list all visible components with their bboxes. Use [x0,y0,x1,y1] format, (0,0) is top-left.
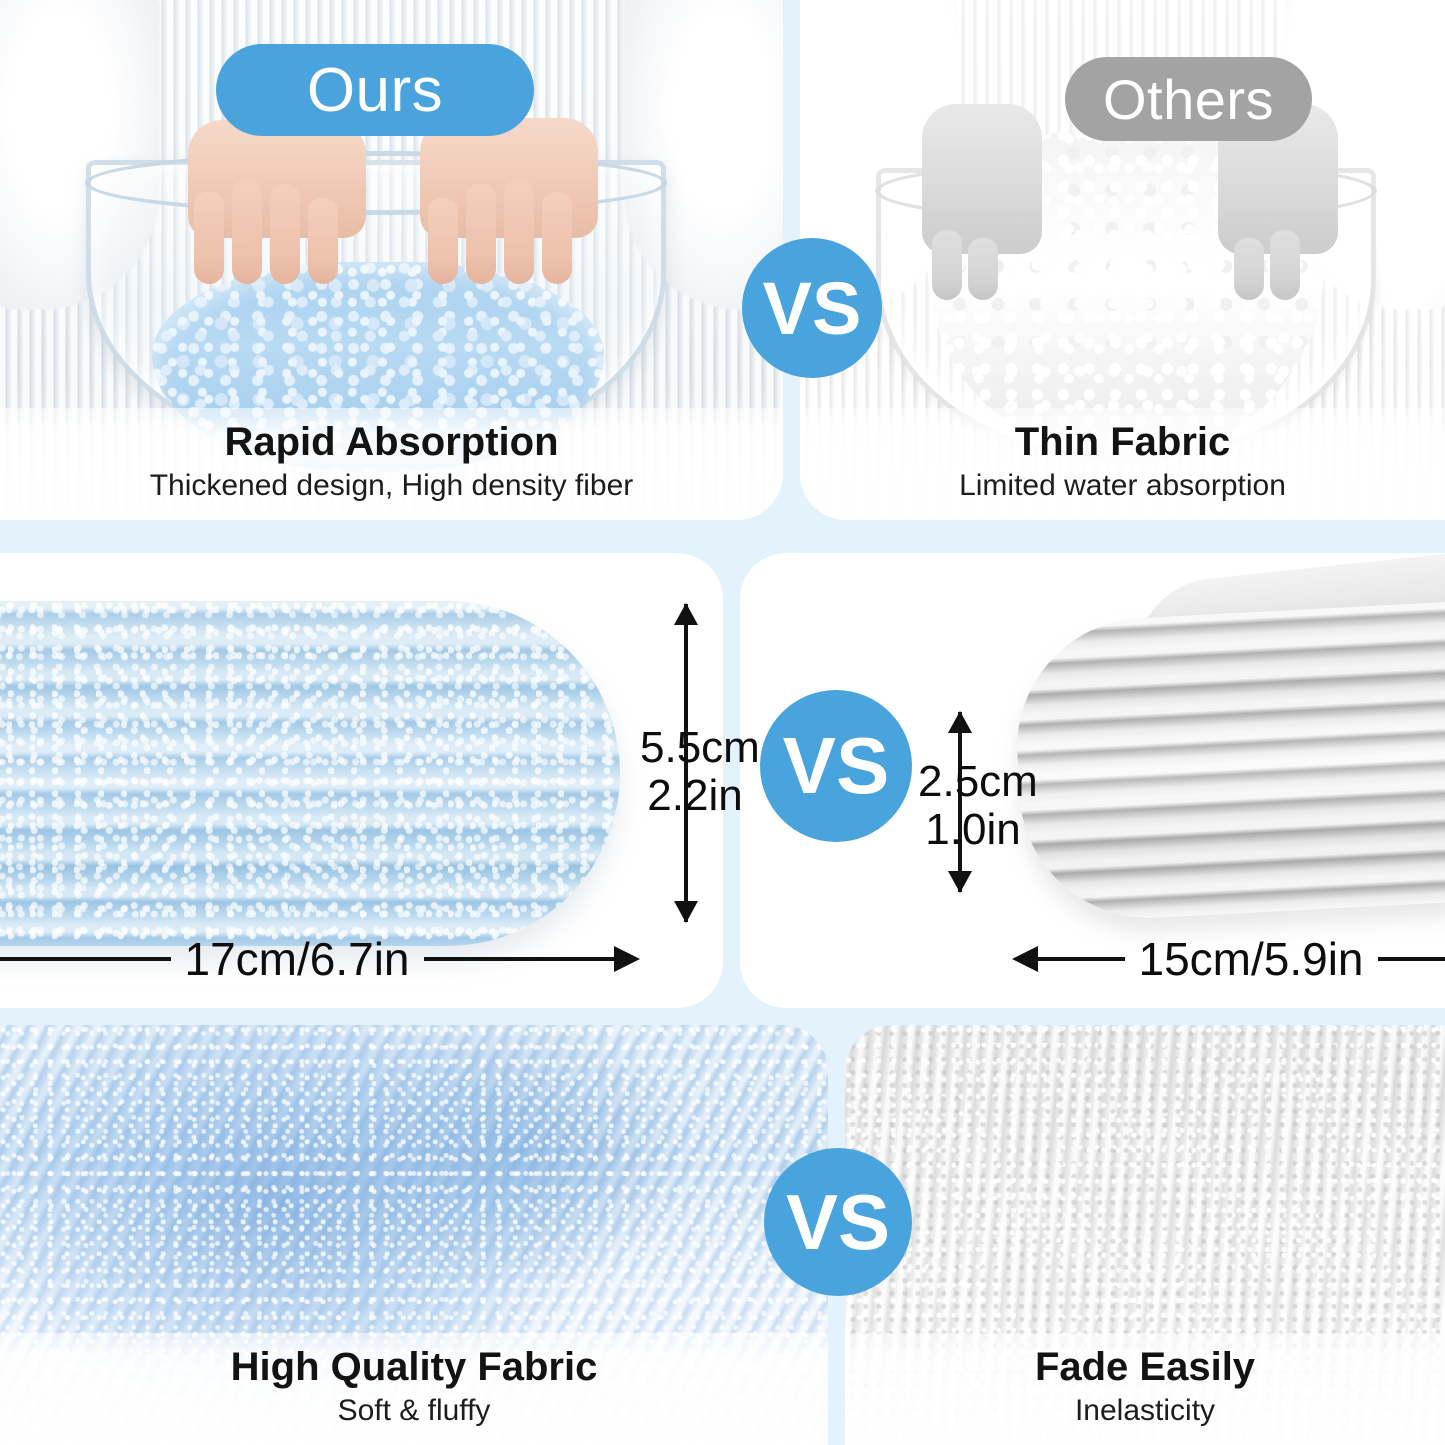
caption-subtitle: Soft & fluffy [337,1394,491,1427]
caption-subtitle: Inelasticity [1074,1394,1216,1427]
hand-left [188,120,366,284]
panel-ours-dimensions [0,553,723,1008]
caption-subtitle: Limited water absorption [959,469,1286,502]
panel-others-quality: Fade Easily Inelasticity [845,1025,1445,1445]
caption-title: High Quality Fabric [230,1345,598,1390]
dimension-line-width-others: 15cm/5.9in [1012,932,1445,986]
caption-fade-easily: Fade Easily Inelasticity [845,1333,1445,1445]
badge-ours: Ours [216,44,534,136]
dimension-line-thickness-ours [672,603,700,923]
vs-badge-row3: VS [764,1148,912,1296]
dimension-label-thickness-others: 2.5cm 1.0in [918,757,1038,854]
dimension-line-width-ours: 17cm/6.7in [0,932,641,986]
caption-title: Rapid Absorption [224,420,559,465]
dimension-label-thickness-ours: 5.5cm 2.2in [640,723,760,820]
photo-blue-folded-towel [0,601,620,946]
caption-rapid-absorption: Rapid Absorption Thickened design, High … [0,408,783,520]
photo-grey-folded-towel [1010,597,1445,925]
thickness-in-ours: 2.2in [647,770,743,820]
caption-thin-fabric: Thin Fabric Limited water absorption [800,408,1445,520]
panel-ours-absorption: Rapid Absorption Thickened design, High … [0,0,783,520]
dimension-line-thickness-others [948,711,972,893]
thickness-cm-ours: 5.5cm [640,723,760,772]
caption-high-quality-fabric: High Quality Fabric Soft & fluffy [0,1333,828,1445]
width-label-others: 15cm/5.9in [1138,933,1364,985]
width-label-ours: 17cm/6.7in [184,933,410,985]
vs-badge-row2: VS [760,690,912,842]
hand-left [922,104,1042,300]
vs-badge-row1: VS [742,238,882,378]
caption-subtitle: Thickened design, High density fiber [149,469,634,502]
panel-others-absorption: Thin Fabric Limited water absorption [800,0,1445,520]
badge-others: Others [1065,57,1312,141]
thickness-cm-others: 2.5cm [918,757,1038,806]
hand-right [420,118,598,284]
caption-title: Thin Fabric [1014,420,1231,465]
caption-title: Fade Easily [1034,1345,1256,1390]
thickness-in-others: 1.0in [925,804,1021,854]
panel-ours-quality: High Quality Fabric Soft & fluffy [0,1025,828,1445]
